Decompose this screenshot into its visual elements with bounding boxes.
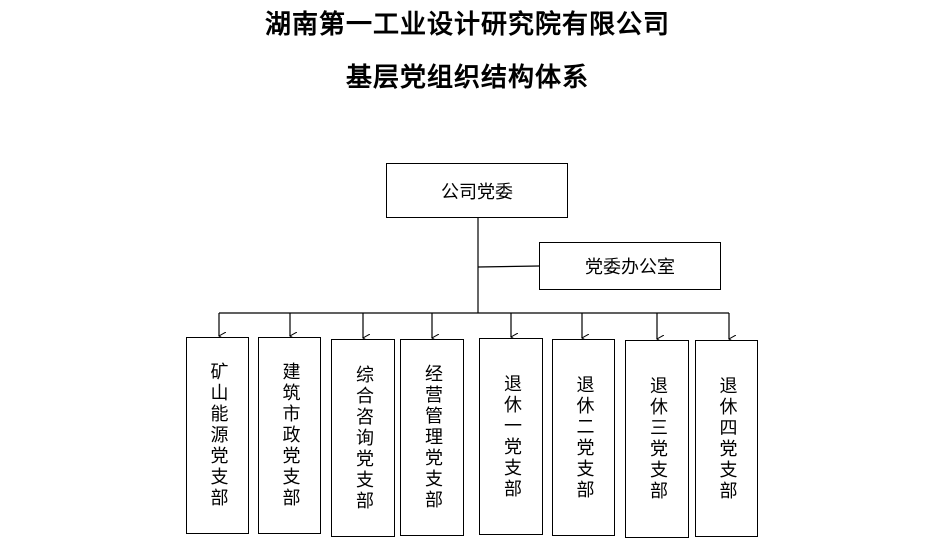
branch-node: 退休三党支部	[625, 340, 689, 538]
branch-label: 经营管理党支部	[422, 364, 443, 511]
office-node: 党委办公室	[539, 242, 721, 290]
branch-node: 退休四党支部	[695, 340, 758, 537]
branch-node: 退休一党支部	[479, 338, 543, 535]
root-node: 公司党委	[386, 163, 568, 218]
org-title-line1: 湖南第一工业设计研究院有限公司	[264, 10, 670, 40]
branch-label: 退休三党支部	[647, 376, 668, 502]
org-title-line2: 基层党组织结构体系	[345, 63, 589, 93]
branch-node: 建筑市政党支部	[258, 337, 321, 534]
office-label: 党委办公室	[585, 257, 675, 278]
branch-label: 矿山能源党支部	[207, 362, 229, 509]
office-connector	[477, 265, 540, 268]
branch-node: 退休二党支部	[552, 339, 615, 536]
branch-label: 建筑市政党支部	[279, 362, 301, 509]
branch-label: 退休二党支部	[573, 374, 595, 501]
branch-node: 矿山能源党支部	[186, 337, 249, 534]
root-label: 公司党委	[441, 181, 513, 203]
branch-label: 退休四党支部	[716, 375, 738, 502]
branch-node: 综合咨询党支部	[331, 339, 395, 537]
branch-label: 退休一党支部	[501, 373, 522, 500]
branch-node: 经营管理党支部	[400, 339, 464, 536]
branch-label: 综合咨询党支部	[353, 364, 374, 512]
